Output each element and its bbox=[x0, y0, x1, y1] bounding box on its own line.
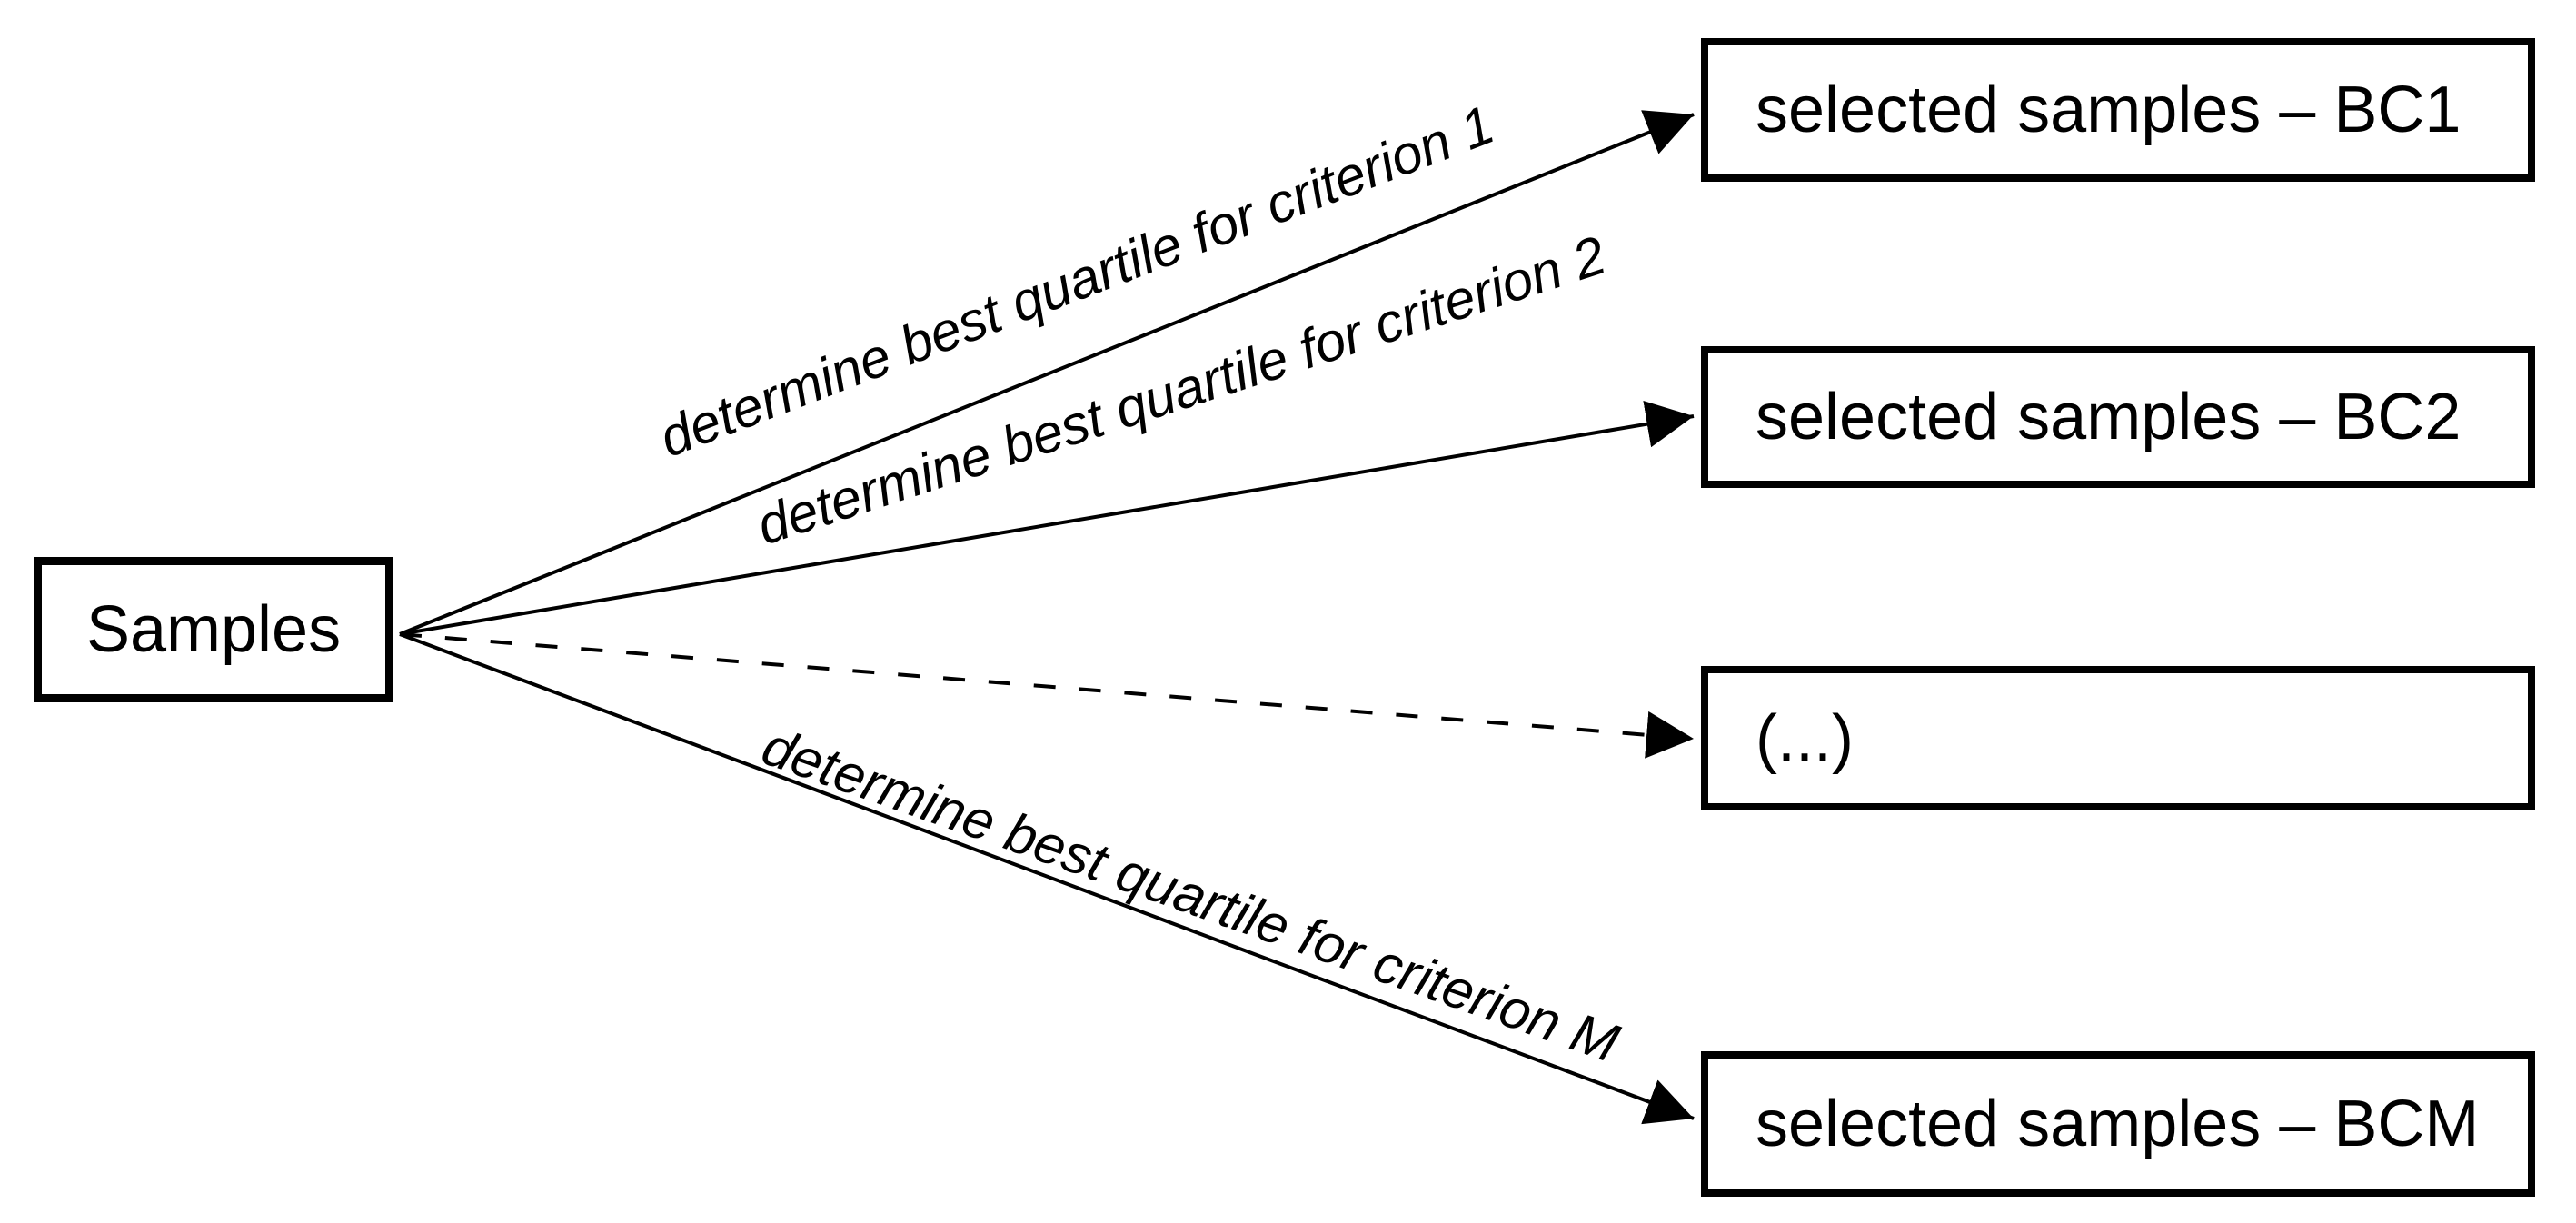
edge-line-criterion-m bbox=[399, 632, 1695, 1125]
samples-node-label: Samples bbox=[85, 593, 342, 666]
target-node-bcm: selected samples – BCM bbox=[1701, 1051, 2535, 1197]
target-node-bc1: selected samples – BC1 bbox=[1701, 38, 2535, 182]
target-node-ellipsis-label: (...) bbox=[1755, 701, 1854, 775]
edge-line-ellipsis-dashed bbox=[399, 632, 1695, 759]
edge-line-criterion-2 bbox=[399, 401, 1695, 636]
target-node-bc2: selected samples – BC2 bbox=[1701, 346, 2535, 488]
target-node-bc2-label: selected samples – BC2 bbox=[1755, 381, 2462, 453]
target-node-bcm-label: selected samples – BCM bbox=[1755, 1088, 2480, 1160]
target-node-ellipsis: (...) bbox=[1701, 666, 2535, 810]
target-node-bc1-label: selected samples – BC1 bbox=[1755, 74, 2462, 146]
edge-line-criterion-1 bbox=[399, 110, 1695, 636]
samples-node: Samples bbox=[34, 557, 393, 702]
